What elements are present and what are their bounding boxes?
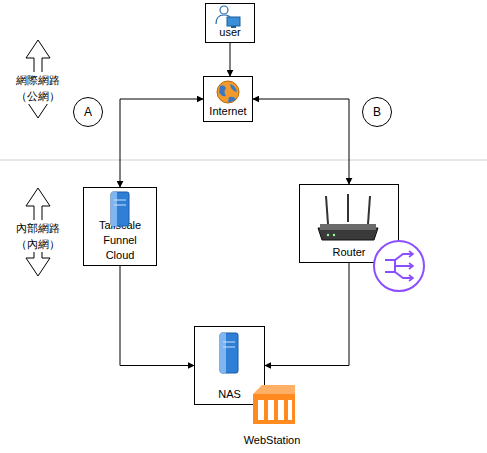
- nat-gateway-icon: [374, 241, 424, 291]
- network-box: Internet: [203, 76, 253, 122]
- node-label: Router: [304, 245, 394, 260]
- callout-circle: B: [362, 97, 392, 127]
- user-icon: [216, 6, 240, 28]
- callout-circle: A: [73, 97, 103, 127]
- zone-label: 內部網路 （內網）: [10, 220, 66, 252]
- globe-icon: [217, 81, 239, 103]
- zone-label: 網際網路 （公網）: [10, 72, 66, 104]
- server-icon: [220, 333, 238, 373]
- connector-arrow: [265, 263, 349, 366]
- webstation-icon: [253, 385, 295, 424]
- router-icon: [318, 194, 378, 240]
- zone-divider: [0, 160, 487, 161]
- node-label: Internet: [204, 104, 252, 119]
- node-label: NAS: [197, 387, 263, 402]
- node-label: user: [206, 25, 254, 40]
- network-box: Router: [299, 184, 399, 263]
- node-label: Tailscale Funnel Cloud: [92, 218, 148, 263]
- connector-arrow: [120, 99, 203, 187]
- network-box: Tailscale Funnel Cloud: [83, 187, 157, 266]
- callout-letter: B: [363, 105, 391, 120]
- network-box: user: [205, 3, 255, 43]
- server-icon: [111, 192, 129, 226]
- connector-arrow: [120, 266, 194, 366]
- connector-arrow: [230, 43, 231, 76]
- callout-letter: A: [74, 105, 102, 120]
- network-box: NAS: [194, 326, 265, 405]
- service-label: WebStation: [232, 432, 312, 448]
- connector-arrow: [253, 99, 349, 184]
